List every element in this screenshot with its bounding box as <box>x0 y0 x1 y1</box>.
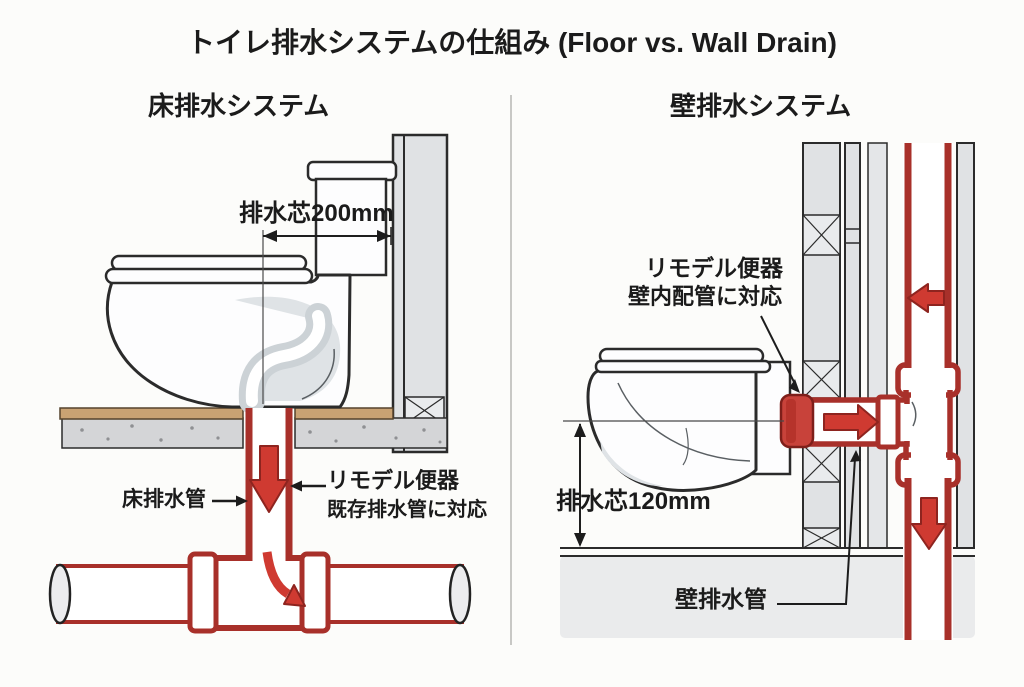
floor-drain-pipe <box>245 408 306 607</box>
left-panel-heading: 床排水システム <box>148 91 330 121</box>
wall-x-brace-icon <box>802 527 841 549</box>
pipe-end-cap <box>48 563 72 625</box>
wall-x-brace-icon <box>802 360 841 399</box>
right-callout-subtitle: 壁内配管に対応 <box>628 284 783 309</box>
flow-arrow-down-icon <box>249 445 289 513</box>
pipe-coupling <box>299 551 331 634</box>
wall-x-brace-icon <box>802 444 841 483</box>
right-callout-leader <box>760 315 800 393</box>
wall-pipe-label: 壁排水管 <box>675 586 767 612</box>
left-callout-arrow <box>290 480 326 492</box>
floor-pipe-label: 床排水管 <box>122 488 206 511</box>
wall-drain-pipe <box>779 143 961 640</box>
left-dimension <box>262 227 392 404</box>
toilet-tank <box>314 177 388 277</box>
concrete-speckles <box>80 424 442 444</box>
toilet-outlet-connector <box>779 393 815 449</box>
right-panel-drawing <box>560 142 975 640</box>
left-toilet <box>104 160 398 414</box>
left-panel-drawing <box>48 133 472 634</box>
right-dimension-label: 排水芯120mm <box>556 488 711 515</box>
flow-arrow-left-icon <box>907 283 945 313</box>
left-wall <box>391 133 449 454</box>
flow-arrow-down-icon <box>911 497 947 550</box>
right-callout-title: リモデル便器 <box>645 255 783 281</box>
left-floor <box>59 407 448 449</box>
left-callout-subtitle: 既存排水管に対応 <box>327 499 487 521</box>
dimension-double-arrow-icon <box>263 230 277 242</box>
pipe-coupling <box>875 394 901 450</box>
pipe-end-cap <box>448 563 472 625</box>
page-title: トイレ排水システムの仕組み (Floor vs. Wall Drain) <box>187 27 837 58</box>
dimension-double-arrow-icon <box>574 423 586 437</box>
left-dimension-label: 排水芯200mm <box>239 200 394 227</box>
floor-pipe-label-arrow <box>212 495 248 507</box>
flow-arrow-curve-icon <box>262 551 291 598</box>
left-callout-title: リモデル便器 <box>327 468 460 493</box>
right-dimension <box>563 420 784 547</box>
flow-arrow-right-icon <box>823 404 879 440</box>
toilet-seat <box>594 359 772 374</box>
toilet-tank-lid <box>306 160 398 182</box>
toilet-seat <box>104 267 314 285</box>
toilet-bowl <box>586 369 758 492</box>
pipe-coupling <box>187 551 219 634</box>
right-panel-heading: 壁排水システム <box>670 91 852 121</box>
wall-x-brace-icon <box>802 214 841 256</box>
toilet-trapway <box>235 296 341 414</box>
right-toilet <box>586 347 792 492</box>
wall-pipe-label-leader <box>777 450 861 605</box>
